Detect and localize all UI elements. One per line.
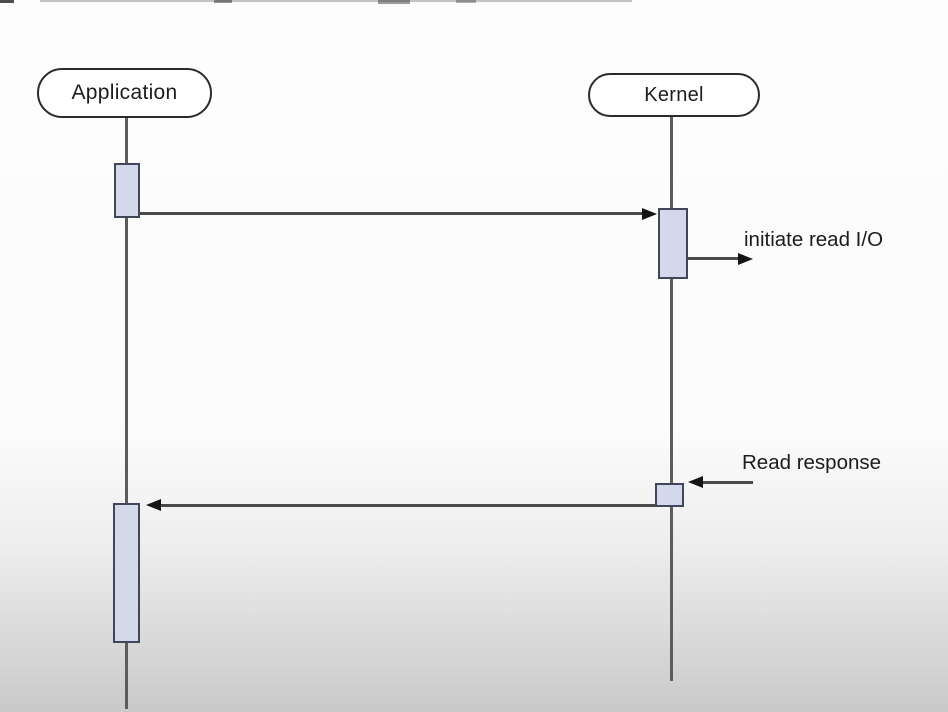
application-lifeline — [125, 118, 128, 709]
kernel-lifeline — [670, 117, 673, 681]
read-response-label: Read response — [742, 451, 882, 474]
top-edge-artifact — [214, 0, 232, 3]
read-response-message-line — [701, 481, 753, 484]
initiate-io-arrowhead-icon — [738, 253, 753, 265]
application-activation-1 — [114, 163, 140, 218]
application-activation-2 — [113, 503, 140, 643]
top-edge-artifact — [378, 0, 410, 4]
application-label: Application — [71, 81, 178, 104]
top-edge-artifact — [0, 0, 14, 3]
initiate-io-message-line — [688, 257, 738, 260]
kernel-lifeline-header: Kernel — [588, 73, 760, 117]
request-arrowhead-icon — [642, 208, 657, 220]
return-message-line — [159, 504, 655, 507]
request-message-line — [140, 212, 642, 215]
read-response-arrowhead-icon — [688, 476, 703, 488]
initiate-io-label: initiate read I/O — [744, 228, 884, 251]
return-arrowhead-icon — [146, 499, 161, 511]
kernel-activation-1 — [658, 208, 688, 279]
kernel-activation-2 — [655, 483, 684, 507]
top-edge-artifact — [456, 0, 476, 3]
top-edge-artifact-line — [40, 0, 632, 2]
application-lifeline-header: Application — [37, 68, 212, 118]
kernel-label: Kernel — [644, 83, 704, 106]
